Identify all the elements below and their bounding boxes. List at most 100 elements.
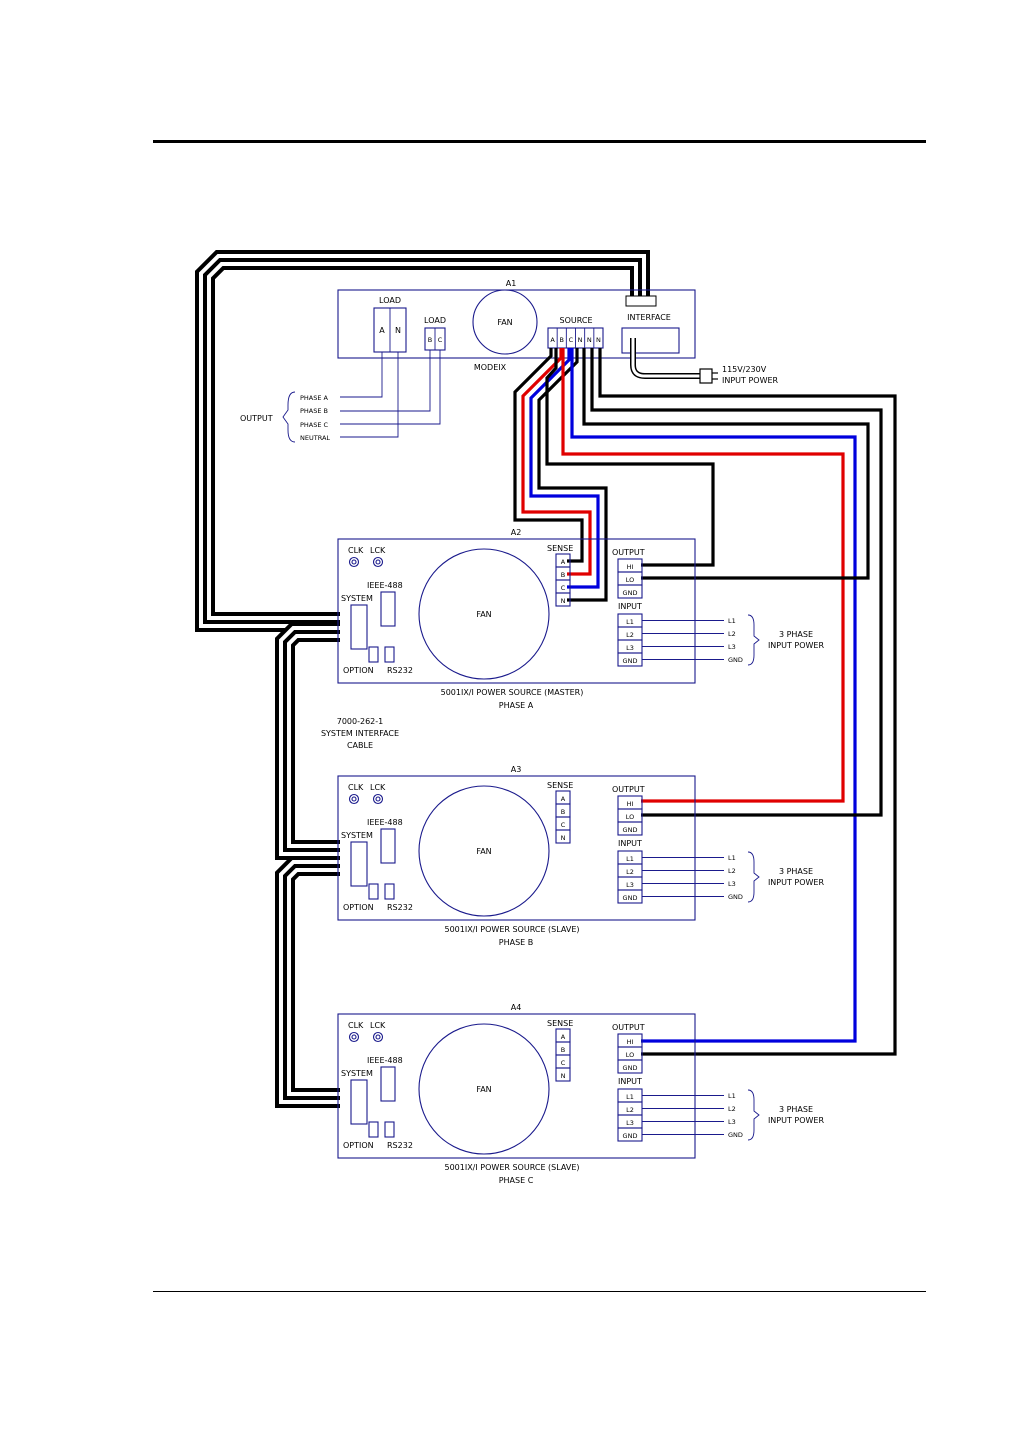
sense-label: SENSE [547, 781, 573, 790]
cable-line-3: CABLE [347, 741, 373, 750]
clk-label: CLK [348, 1021, 364, 1030]
footer-rule [153, 1291, 926, 1292]
a1-input-power-2: INPUT POWER [722, 376, 779, 385]
line-term: L1 [728, 617, 736, 625]
output-term: GND [623, 589, 638, 597]
input-label: INPUT [618, 602, 642, 611]
three-phase-label: 3 PHASE [779, 1105, 813, 1114]
line-term: L3 [728, 1118, 736, 1126]
line-term: L1 [728, 854, 736, 862]
input-term: GND [623, 894, 638, 902]
system-label: SYSTEM [341, 1069, 373, 1078]
sense-wire-a [513, 348, 584, 563]
input-term: GND [623, 1132, 638, 1140]
a1-interface-connector [621, 327, 680, 354]
input-term: L1 [626, 855, 634, 863]
a1-ref: A1 [506, 279, 517, 288]
output-term: LO [626, 1051, 635, 1059]
sense-term: A [561, 558, 566, 566]
input-power-label: INPUT POWER [768, 878, 825, 887]
unit-phase: PHASE A [499, 701, 534, 710]
sense-term: B [561, 808, 565, 816]
neutral-a4 [598, 348, 897, 1056]
a1-load-right-label: LOAD [424, 316, 446, 325]
input-term: L2 [626, 1106, 634, 1114]
bnc-connector-icon [348, 1031, 360, 1043]
fan [418, 1023, 550, 1155]
bnc-connector-icon [372, 1031, 384, 1043]
a1-box [337, 289, 696, 359]
output-term: HI [627, 563, 634, 571]
output-term: LO [626, 813, 635, 821]
output-term: HI [627, 800, 634, 808]
a1-input-power-1: 115V/230V [722, 365, 767, 374]
fan-label: FAN [476, 847, 491, 856]
sense-terminal [555, 829, 571, 844]
phase-a-hi [545, 348, 715, 567]
a1-source-term: N [587, 336, 592, 344]
a1-source-label: SOURCE [559, 316, 592, 325]
unit-title: 5001IX/I POWER SOURCE (SLAVE) [444, 925, 579, 934]
sense-term: N [561, 597, 566, 605]
output-terminal [617, 1059, 643, 1074]
unit-chassis [337, 775, 696, 921]
power-plug-icon [699, 368, 713, 384]
input-term: L3 [626, 644, 634, 652]
sense-terminal [555, 1067, 571, 1082]
line-term: L3 [728, 643, 736, 651]
output-phase-b: PHASE B [300, 407, 328, 415]
sense-term: N [561, 1072, 566, 1080]
phase-b-hi [561, 348, 845, 803]
cable-part-number: 7000-262-1 [337, 717, 384, 726]
output-neutral: NEUTRAL [300, 434, 330, 442]
option-label: OPTION [343, 1141, 374, 1150]
input-term: L1 [626, 1093, 634, 1101]
output-term: HI [627, 1038, 634, 1046]
sense-wire-b [521, 348, 592, 576]
line-term: L2 [728, 630, 736, 638]
sense-term: B [561, 1046, 565, 1054]
bnc-connector-icon [372, 793, 384, 805]
a1-interface-label: INTERFACE [627, 313, 671, 322]
a1-fan [472, 289, 538, 355]
system-label: SYSTEM [341, 831, 373, 840]
input-term: L2 [626, 868, 634, 876]
unit-title: 5001IX/I POWER SOURCE (MASTER) [441, 688, 584, 697]
input-term: L1 [626, 618, 634, 626]
input-term: L2 [626, 631, 634, 639]
ieee-label: IEEE-488 [367, 581, 403, 590]
header-rule [153, 140, 926, 143]
input-power-label: INPUT POWER [768, 641, 825, 650]
output-terminal [617, 821, 643, 836]
option-connector [368, 883, 379, 900]
neutral-a2 [582, 348, 870, 580]
output-label: OUTPUT [612, 785, 645, 794]
line-term: L2 [728, 1105, 736, 1113]
system-label: SYSTEM [341, 594, 373, 603]
phase-c-hi [570, 348, 857, 1043]
sense-term: A [561, 1033, 566, 1041]
output-leads [282, 350, 441, 443]
fan [418, 785, 550, 917]
output-label: OUTPUT [612, 548, 645, 557]
a1-power-cord [630, 338, 700, 379]
ieee-488-connector [380, 591, 396, 627]
input-power-label: INPUT POWER [768, 1116, 825, 1125]
fan-label: FAN [476, 610, 491, 619]
input-term: GND [623, 657, 638, 665]
sense-term: N [561, 834, 566, 842]
option-label: OPTION [343, 666, 374, 675]
line-term: GND [728, 893, 743, 901]
sense-label: SENSE [547, 544, 573, 553]
line-term: L1 [728, 1092, 736, 1100]
clk-label: CLK [348, 546, 364, 555]
bnc-connector-icon [348, 793, 360, 805]
a1-source-term: A [550, 336, 555, 344]
three-phase-label: 3 PHASE [779, 867, 813, 876]
a1-load-left-label: LOAD [379, 296, 401, 305]
output-label: OUTPUT [612, 1023, 645, 1032]
rs232-connector [384, 883, 395, 900]
a1-load-c: C [438, 336, 443, 344]
sense-term: C [561, 1059, 566, 1067]
